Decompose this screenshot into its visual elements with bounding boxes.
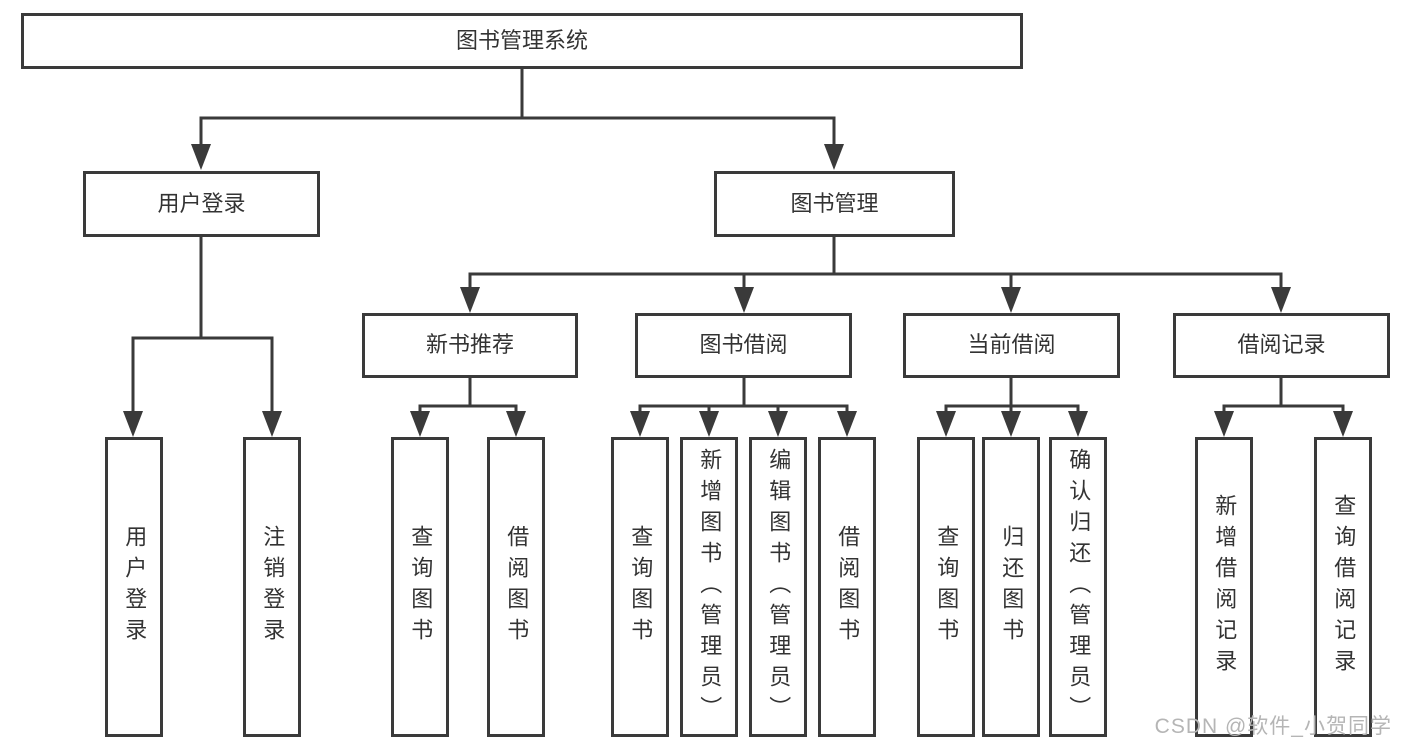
node-current-borrow: 当前借阅 — [903, 313, 1120, 378]
node-user-login: 用户登录 — [83, 171, 320, 237]
leaf-user-login: 用户登录 — [105, 437, 163, 737]
node-borrow-records: 借阅记录 — [1173, 313, 1390, 378]
node-root: 图书管理系统 — [21, 13, 1023, 69]
leaf-confirm-return-admin: 确认归还（管理员） — [1049, 437, 1107, 737]
arrowheads — [123, 144, 1353, 437]
leaf-borrow-books-borrow: 借阅图书 — [818, 437, 876, 737]
node-book-management: 图书管理 — [714, 171, 955, 237]
leaf-add-borrow-record: 新增借阅记录 — [1195, 437, 1253, 737]
leaf-query-books-recommend: 查询图书 — [391, 437, 449, 737]
leaf-query-books-borrow: 查询图书 — [611, 437, 669, 737]
node-book-borrow: 图书借阅 — [635, 313, 852, 378]
leaf-borrow-books-recommend: 借阅图书 — [487, 437, 545, 737]
leaf-return-book: 归还图书 — [982, 437, 1040, 737]
leaf-edit-book-admin: 编辑图书（管理员） — [749, 437, 807, 737]
leaf-add-book-admin: 新增图书（管理员） — [680, 437, 738, 737]
leaf-query-books-current: 查询图书 — [917, 437, 975, 737]
watermark: CSDN @软件_小贺同学 — [1154, 715, 1392, 738]
leaf-query-borrow-record: 查询借阅记录 — [1314, 437, 1372, 737]
node-new-book-recommend: 新书推荐 — [362, 313, 578, 378]
leaf-logout: 注销登录 — [243, 437, 301, 737]
